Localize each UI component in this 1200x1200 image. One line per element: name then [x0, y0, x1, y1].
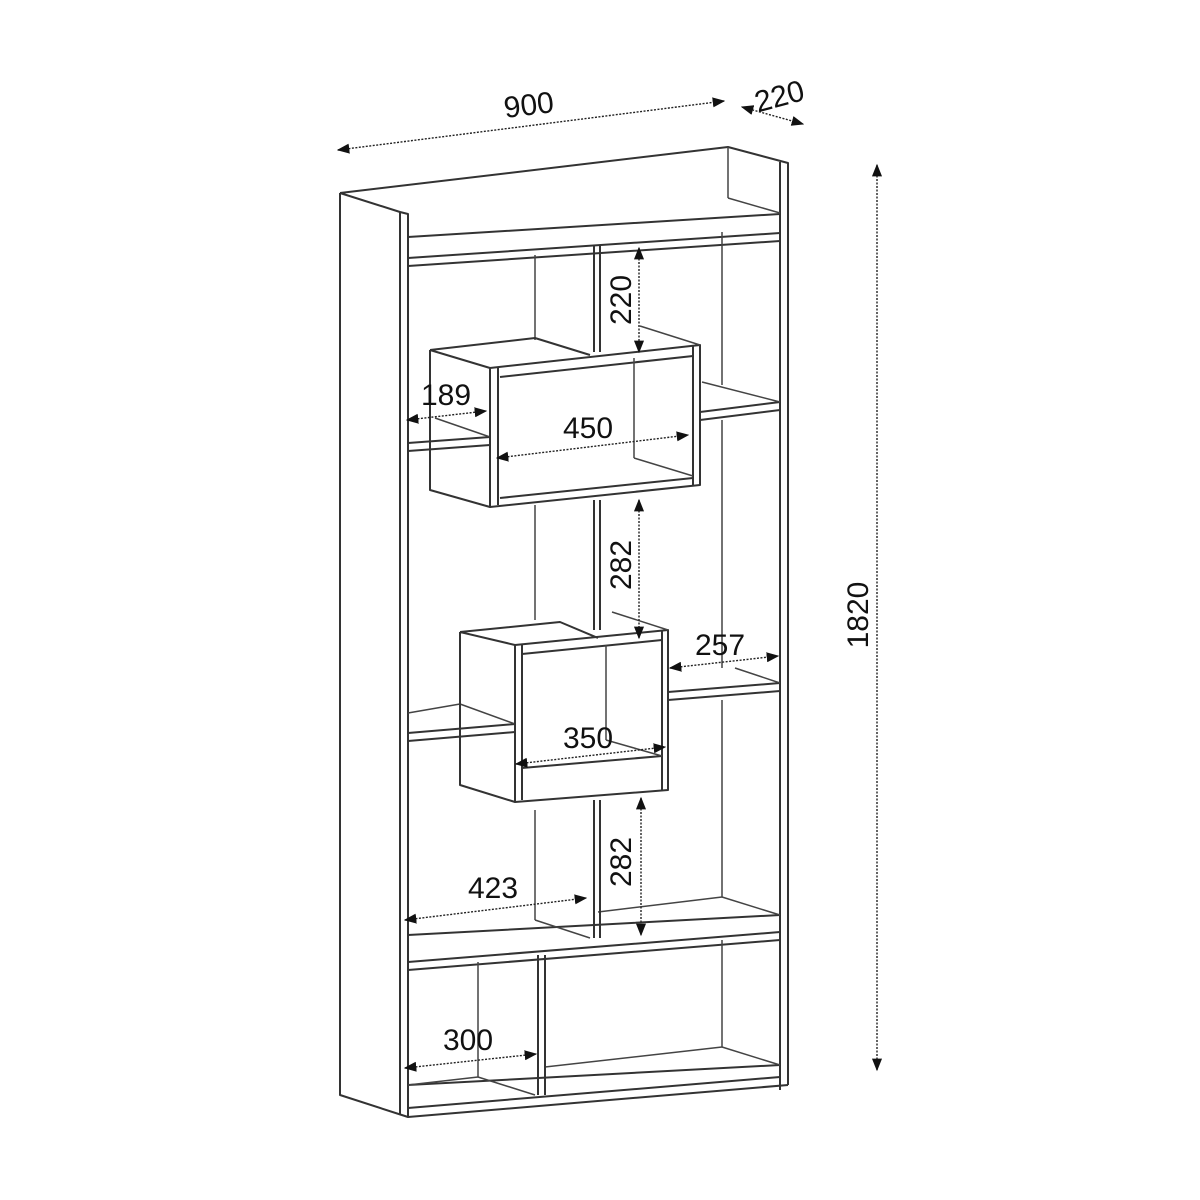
- cabinet-frame: [339, 146, 789, 1118]
- width-label: 900: [502, 86, 556, 125]
- left-shelf-depth-label: 189: [421, 379, 471, 412]
- dimension-labels: 900 220 1820 220 189 450 282 257 350 282…: [421, 74, 875, 1057]
- lower-compartment-height-label: 282: [605, 837, 638, 887]
- top-compartment-height-label: 220: [605, 275, 638, 325]
- lower-shelf-width-label: 423: [468, 872, 518, 905]
- bottom-compartment-width-label: 300: [443, 1024, 493, 1057]
- lower-box-width-label: 350: [563, 722, 613, 755]
- height-label: 1820: [842, 582, 875, 649]
- middle-compartment-height-label: 282: [605, 540, 638, 590]
- depth-label: 220: [751, 74, 808, 119]
- right-shelf-width-label: 257: [695, 629, 745, 662]
- dimension-lines: [336, 97, 883, 1072]
- lower-box: [459, 611, 669, 803]
- upper-box-width-label: 450: [563, 412, 613, 445]
